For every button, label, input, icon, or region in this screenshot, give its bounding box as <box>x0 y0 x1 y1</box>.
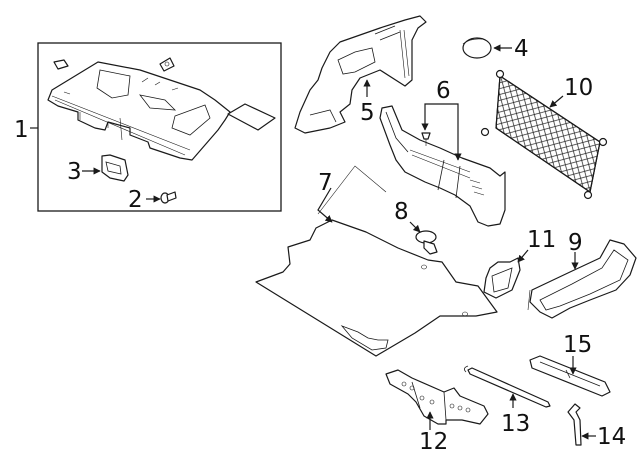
leader-8 <box>409 221 421 233</box>
bracket-part-11[interactable] <box>483 257 521 299</box>
callout-7: 7 <box>318 170 333 196</box>
callout-leaders <box>30 44 596 440</box>
cargo-net-part-10[interactable] <box>480 69 608 200</box>
callout-15: 15 <box>563 332 592 358</box>
callout-3: 3 <box>67 159 82 185</box>
callout-14: 14 <box>597 424 626 450</box>
assembly-box-1 <box>37 42 282 212</box>
callout-13: 13 <box>501 411 530 437</box>
callout-8: 8 <box>394 199 409 225</box>
callout-12: 12 <box>419 429 448 455</box>
callout-2: 2 <box>128 187 143 213</box>
package-tray-part[interactable] <box>47 57 276 161</box>
leader-10 <box>549 95 564 108</box>
callout-11: 11 <box>527 227 556 253</box>
leader-6b <box>443 103 462 161</box>
callout-9: 9 <box>568 230 583 256</box>
quarter-trim-part-5[interactable] <box>294 15 427 134</box>
callout-labels: 1 2 3 4 5 6 7 8 9 10 11 12 13 14 15 <box>14 36 626 455</box>
bracket-part-3[interactable] <box>101 154 129 182</box>
leader-11 <box>517 249 529 263</box>
floor-mat-outline-7 <box>317 165 387 215</box>
push-pin-part-8[interactable] <box>415 230 438 255</box>
leader-7 <box>317 187 333 223</box>
cap-part-4[interactable] <box>462 37 492 59</box>
storage-tray-part-9[interactable] <box>527 239 637 319</box>
callout-1: 1 <box>14 117 29 143</box>
callout-10: 10 <box>564 75 593 101</box>
push-pin-part-2[interactable] <box>160 191 177 204</box>
leader-6a <box>421 103 443 131</box>
callout-6: 6 <box>436 78 451 104</box>
jack-part-12[interactable] <box>385 369 489 425</box>
side-trim-part-6[interactable] <box>379 105 506 227</box>
callout-4: 4 <box>514 36 529 62</box>
floor-mat-part-7[interactable] <box>255 219 498 357</box>
hook-part-14[interactable] <box>567 403 582 446</box>
tool-holder-part-15[interactable] <box>529 355 611 397</box>
callout-5: 5 <box>360 100 375 126</box>
jack-handle-part-13[interactable] <box>464 365 551 408</box>
